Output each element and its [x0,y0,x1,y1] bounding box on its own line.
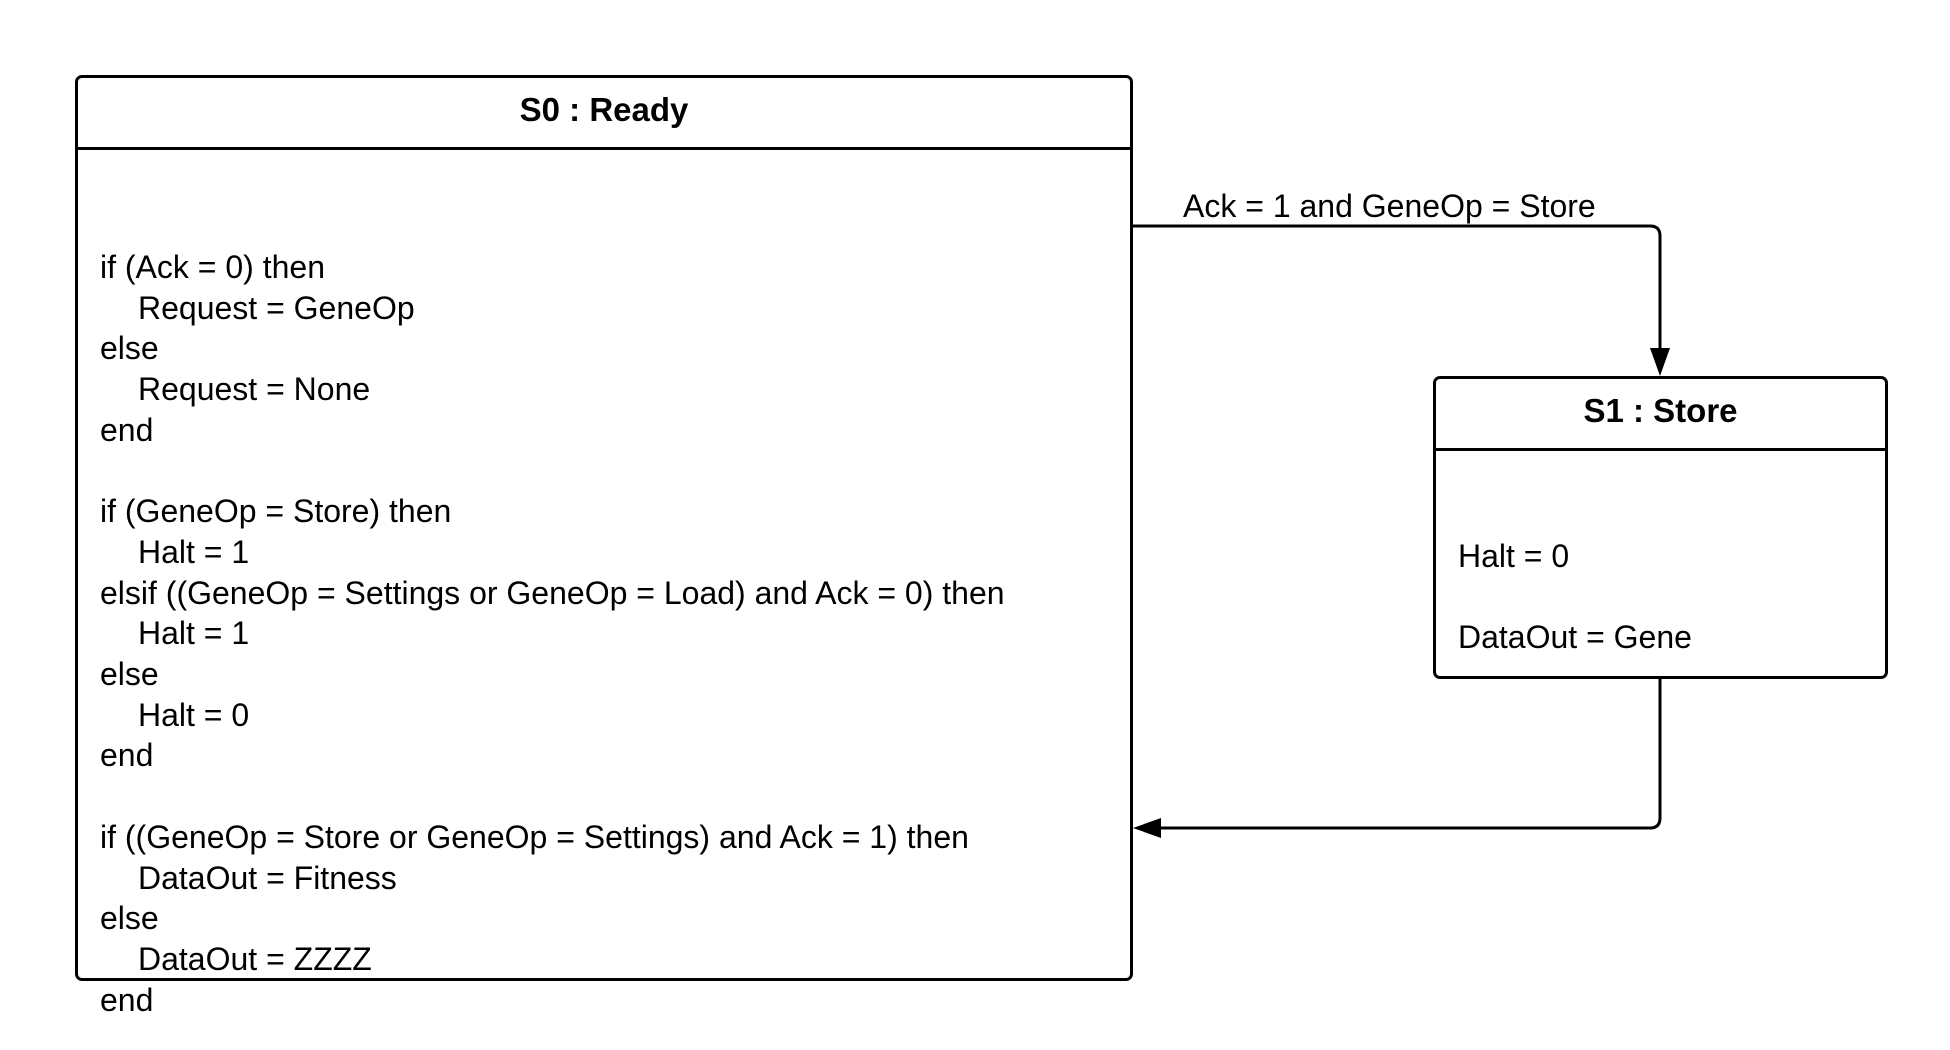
action-line: Halt = 1 [138,533,250,570]
state-s1-store[interactable]: S1 : Store Halt = 0 DataOut = Gene [1433,376,1888,679]
action-line: if (Ack = 0) then [100,249,325,285]
transition-s0-to-s1-arrow [1133,224,1662,352]
action-line: Halt = 0 [138,696,250,733]
action-line: DataOut = Gene [1458,619,1692,656]
action-line: end [100,981,154,1018]
transition-s1-to-s0-arrowhead [1133,818,1161,838]
action-line: DataOut = ZZZZ [138,940,372,977]
action-line: end [100,411,154,448]
action-line: else [100,330,159,367]
transition-s0-to-s1-arrowhead [1650,348,1670,376]
transition-label-s0-to-s1: Ack = 1 and GeneOp = Store [1183,188,1596,224]
state-title: S0 : Ready [78,78,1130,150]
action-line: Request = None [138,371,371,408]
action-line: if (GeneOp = Store) then [100,493,452,530]
action-line: elsif ((GeneOp = Settings or GeneOp = Lo… [100,574,1005,611]
action-line: else [100,900,159,937]
action-line: if ((GeneOp = Store or GeneOp = Settings… [100,818,969,855]
action-line: Request = GeneOp [138,289,415,326]
action-line: DataOut = Fitness [138,859,397,896]
transition-s1-to-s0-arrow [1158,679,1662,830]
action-line: end [100,737,154,774]
action-line: Halt = 1 [138,615,250,652]
action-line: else [100,656,159,692]
state-title: S1 : Store [1436,379,1885,451]
action-line: Halt = 0 [1458,537,1570,574]
